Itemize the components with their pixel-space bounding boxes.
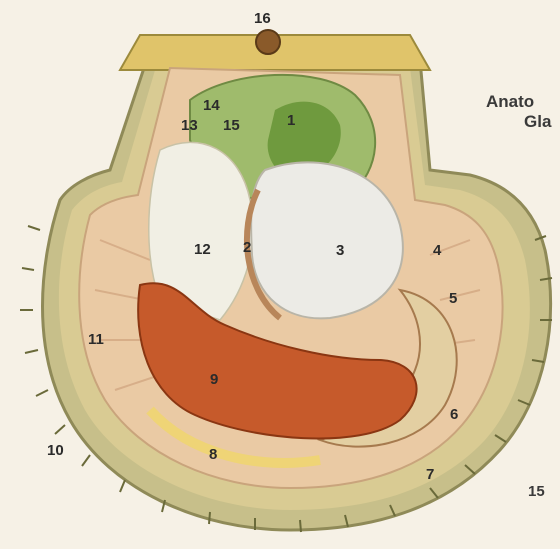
label-14: 14 bbox=[203, 98, 220, 113]
label-8: 8 bbox=[209, 447, 217, 462]
label-16: 16 bbox=[254, 11, 271, 26]
hinge-ligament bbox=[256, 30, 280, 54]
label-7: 7 bbox=[426, 467, 434, 482]
label-6: 6 bbox=[450, 407, 458, 422]
label-2: 2 bbox=[243, 240, 251, 255]
label-5: 5 bbox=[449, 291, 457, 306]
label-1: 1 bbox=[287, 113, 295, 128]
label-4: 4 bbox=[433, 243, 441, 258]
label-15: 15 bbox=[223, 118, 240, 133]
label-12: 12 bbox=[194, 242, 211, 257]
label-11: 11 bbox=[88, 332, 104, 347]
label-3: 3 bbox=[336, 243, 344, 258]
side-title-line2: Gla bbox=[524, 112, 551, 132]
label-13: 13 bbox=[181, 118, 198, 133]
label-9: 9 bbox=[210, 372, 218, 387]
label-10: 10 bbox=[47, 443, 64, 458]
side-title-line1: Anato bbox=[486, 92, 534, 112]
side-number: 15 bbox=[528, 483, 545, 500]
